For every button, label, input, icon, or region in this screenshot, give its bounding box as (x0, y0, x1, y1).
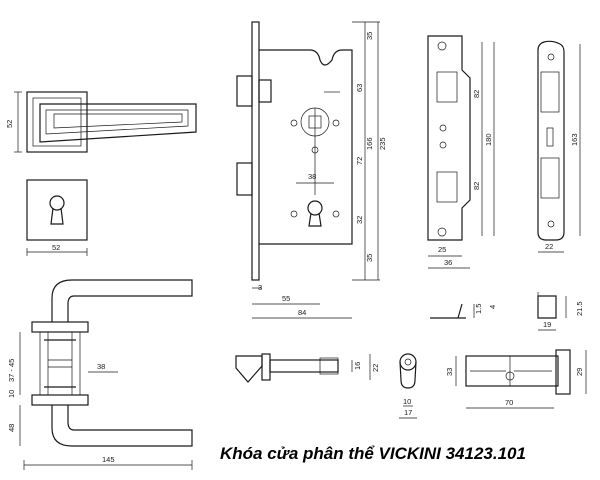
dim-faceplate-163: 163 (570, 133, 579, 146)
dim-lock-38: 38 (308, 172, 316, 181)
dim-bolt-22: 22 (371, 364, 380, 372)
dim-lock-63: 63 (355, 84, 364, 92)
latch-box: 19 21.5 (537, 292, 584, 331)
dim-backset-55: 55 (282, 294, 290, 303)
faceplate: 163 22 (537, 40, 581, 253)
product-caption: Khóa cửa phân thể VICKINI 34123.101 (220, 444, 526, 463)
lever-side-view: 38 37 - 45 10 48 145 (7, 279, 193, 470)
dim-strike-82-bot: 82 (472, 182, 481, 190)
dim-bracket-4: 4 (488, 305, 497, 309)
small-bracket: 1.5 4 (430, 304, 497, 319)
dim-escutcheon-width: 52 (52, 243, 60, 252)
dim-strike-36: 36 (444, 258, 452, 267)
dim-door-thickness: 37 - 45 (7, 359, 16, 382)
dim-bracket-15: 1.5 (474, 304, 483, 314)
dim-key-10: 10 (403, 397, 411, 406)
dim-rose-height: 52 (5, 120, 14, 128)
dim-bolt-16: 16 (353, 362, 362, 370)
dim-faceplate-3: 3 (258, 283, 262, 292)
dim-rose-10: 10 (7, 390, 16, 398)
dim-lever-length: 145 (102, 455, 115, 464)
euro-cylinder: 33 29 70 (445, 349, 587, 409)
dim-box-19: 19 (543, 320, 551, 329)
dim-cyl-33: 33 (445, 368, 454, 376)
dim-cyl-29: 29 (575, 368, 584, 376)
mortise-lock-body: 38 35 63 166 235 72 32 35 3 55 84 (236, 21, 387, 319)
lever-handle-top-view: 52 (5, 91, 197, 153)
dim-lock-72: 72 (355, 157, 364, 165)
dim-faceplate-22: 22 (545, 242, 553, 251)
dim-strike-180: 180 (484, 133, 493, 146)
strike-plate: 82 180 82 25 36 (427, 35, 495, 269)
dim-lever-drop: 48 (7, 424, 16, 432)
dim-lock-235: 235 (378, 137, 387, 150)
dim-lock-166: 166 (365, 137, 374, 150)
dim-cyl-70: 70 (505, 398, 513, 407)
dim-strike-25: 25 (438, 245, 446, 254)
dim-lock-35-top: 35 (365, 32, 374, 40)
latch-bolt: 16 22 (235, 353, 380, 383)
escutcheon-view: 52 (26, 179, 88, 256)
dim-spindle: 38 (97, 362, 105, 371)
dim-box-215: 21.5 (575, 301, 584, 316)
dim-case-84: 84 (298, 308, 306, 317)
dim-lock-35-bot: 35 (365, 254, 374, 262)
dim-lock-32: 32 (355, 216, 364, 224)
dim-key-17: 17 (404, 408, 412, 417)
key-cylinder-end: 10 17 (399, 353, 417, 419)
dim-strike-82-top: 82 (472, 90, 481, 98)
